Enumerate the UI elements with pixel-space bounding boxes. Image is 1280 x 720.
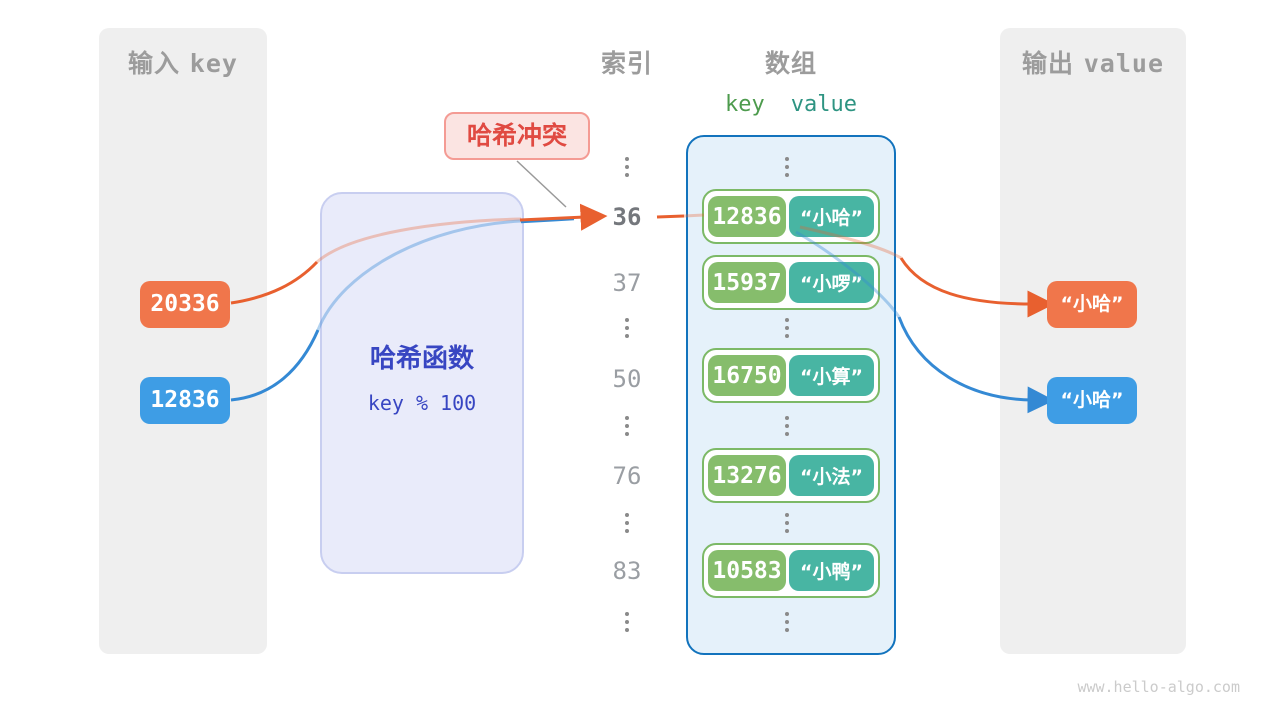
entry-key: 16750 bbox=[708, 355, 786, 396]
entry-key: 13276 bbox=[708, 455, 786, 496]
output-title-cjk: 输出 bbox=[1022, 49, 1075, 78]
index-column-header: 索引 bbox=[600, 49, 653, 78]
index-label-76: 76 bbox=[612, 462, 642, 490]
output-panel-title: 输出 value bbox=[1000, 44, 1186, 80]
ellipsis-dots bbox=[597, 413, 657, 439]
index-label-36: 36 bbox=[612, 203, 642, 231]
output-title-latin: value bbox=[1083, 49, 1164, 78]
entry-value: “小算” bbox=[789, 355, 874, 396]
entry-key: 15937 bbox=[708, 262, 786, 303]
ellipsis-dots bbox=[757, 413, 817, 439]
array-kv-header: key value bbox=[686, 92, 896, 117]
entry-value: “小哈” bbox=[789, 196, 874, 237]
hash-function-box bbox=[320, 192, 524, 574]
ellipsis-dots bbox=[597, 154, 657, 180]
input-key-20336: 20336 bbox=[140, 281, 230, 328]
output-value-blue: “小哈” bbox=[1047, 377, 1137, 424]
array-value-header: value bbox=[790, 92, 857, 117]
ellipsis-dots bbox=[597, 315, 657, 341]
index-label-37: 37 bbox=[612, 269, 642, 297]
output-panel bbox=[1000, 28, 1186, 654]
output-value-orange: “小哈” bbox=[1047, 281, 1137, 328]
ellipsis-dots bbox=[757, 510, 817, 536]
hash-function-name: 哈希函数 bbox=[369, 344, 474, 374]
array-entry: 10583 “小鸭” bbox=[702, 543, 880, 598]
input-panel bbox=[99, 28, 267, 654]
hash-function-formula: key % 100 bbox=[367, 391, 477, 415]
ellipsis-dots bbox=[757, 315, 817, 341]
wire-hash-to-index36-arrow bbox=[519, 203, 608, 231]
wire-index36-to-array bbox=[656, 214, 685, 219]
array-entry: 16750 “小算” bbox=[702, 348, 880, 403]
entry-key: 12836 bbox=[708, 196, 786, 237]
array-entry: 13276 “小法” bbox=[702, 448, 880, 503]
site-watermark: www.hello-algo.com bbox=[1077, 678, 1240, 696]
entry-value: “小法” bbox=[789, 455, 874, 496]
index-label-83: 83 bbox=[612, 557, 642, 585]
ellipsis-dots bbox=[597, 609, 657, 635]
wire-hash-exit-blue bbox=[520, 217, 575, 224]
ellipsis-dots bbox=[757, 609, 817, 635]
input-title-cjk: 输入 bbox=[128, 49, 181, 78]
entry-key: 10583 bbox=[708, 550, 786, 591]
array-entry: 15937 “小啰” bbox=[702, 255, 880, 310]
input-panel-title: 输入 key bbox=[99, 44, 267, 80]
index-label-50: 50 bbox=[612, 365, 642, 393]
ellipsis-dots bbox=[597, 510, 657, 536]
array-column-header: 数组 bbox=[764, 49, 817, 78]
wire-badge-pointer bbox=[516, 160, 567, 208]
ellipsis-dots bbox=[757, 154, 817, 180]
entry-value: “小鸭” bbox=[789, 550, 874, 591]
array-key-header: key bbox=[725, 92, 765, 117]
input-title-latin: key bbox=[189, 49, 238, 78]
entry-value: “小啰” bbox=[789, 262, 874, 303]
array-entry: 12836 “小哈” bbox=[702, 189, 880, 244]
collision-badge: 哈希冲突 bbox=[444, 112, 590, 160]
input-key-12836: 12836 bbox=[140, 377, 230, 424]
